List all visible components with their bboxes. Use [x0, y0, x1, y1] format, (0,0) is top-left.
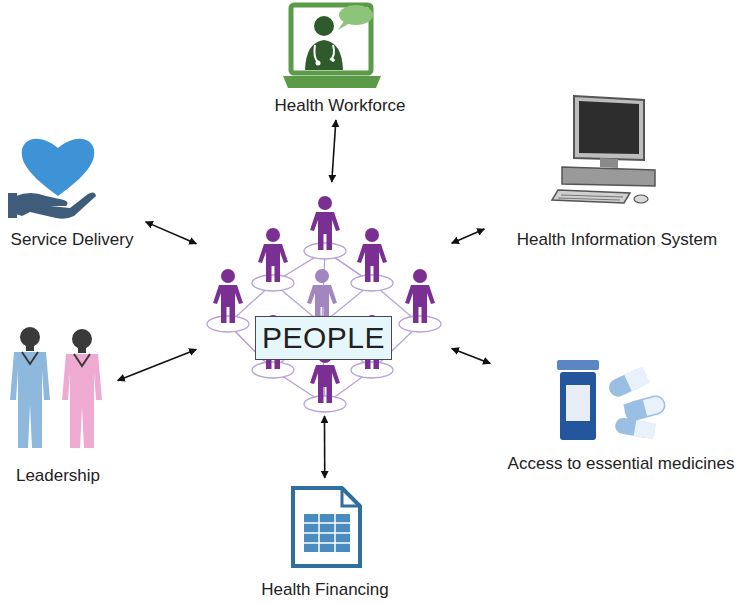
- people-network: [207, 196, 441, 412]
- service-node: Service Delivery: [2, 130, 142, 250]
- double-arrow: [452, 229, 485, 243]
- laptop-icon: [283, 5, 381, 88]
- medicine-icon: [557, 360, 667, 440]
- node-label: Health Information System: [517, 230, 717, 250]
- financing-node: Health Financing: [240, 482, 410, 600]
- double-arrow: [118, 349, 197, 380]
- node-label: Access to essential medicines: [508, 454, 735, 474]
- medicines-node: Access to essential medicines: [494, 354, 748, 474]
- leadership-figures: [10, 327, 102, 448]
- document-icon: [293, 488, 360, 566]
- heart-hand-icon: [8, 139, 96, 219]
- information-node: Health Information System: [488, 92, 746, 250]
- people-cluster: PEOPLE: [200, 186, 448, 412]
- double-arrow: [146, 222, 197, 244]
- computer-icon: [552, 96, 655, 203]
- people-label: PEOPLE: [255, 316, 392, 360]
- node-label: Leadership: [16, 466, 100, 486]
- double-arrow: [452, 348, 491, 363]
- node-label: Health Workforce: [274, 96, 405, 116]
- double-arrow: [324, 416, 326, 478]
- workforce-node: Health Workforce: [240, 0, 440, 116]
- leadership-node: Leadership: [2, 322, 114, 486]
- node-label: Health Financing: [261, 580, 389, 600]
- double-arrow: [332, 120, 336, 182]
- node-label: Service Delivery: [11, 230, 134, 250]
